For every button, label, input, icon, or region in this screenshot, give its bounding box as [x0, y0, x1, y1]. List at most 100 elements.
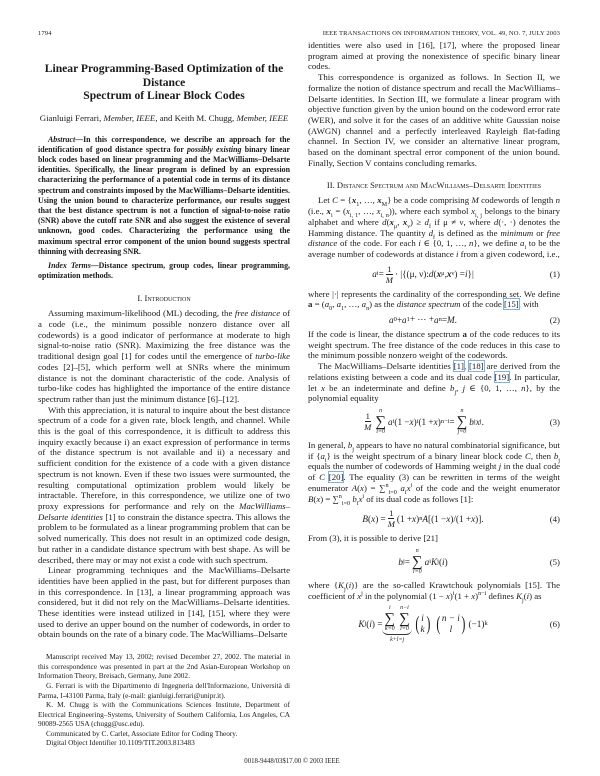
reference-link[interactable]: [15] [503, 298, 520, 311]
text-run: (1 − [394, 416, 410, 427]
text-run: —Distance spectrum, group codes, linear … [38, 260, 290, 281]
title-line: Spectrum of Linear Block Codes [83, 89, 245, 102]
sum-lower-limit: l=0 [400, 626, 409, 633]
subscript: 1 [341, 306, 345, 313]
text-run: a [361, 299, 367, 310]
summation: n∑i=0 [412, 548, 423, 576]
text-run: x [445, 590, 450, 601]
denominator: M [385, 274, 393, 285]
text-run: (·, ·) denotes the Hamming distance. The… [308, 216, 561, 238]
text-run: x [436, 269, 442, 280]
abstract: Abstract—In this correspondence, we desc… [38, 135, 290, 257]
sigma-symbol: ∑ [384, 611, 396, 628]
text-run: (i.e., [308, 206, 327, 217]
text-run: —In this correspondence, we describe an … [38, 134, 290, 154]
right-paren: ) [461, 613, 466, 636]
footnote: K. M. Chugg is with the Communications S… [38, 700, 290, 729]
text-run: ∈ {0, 1, …, [420, 238, 470, 249]
subscript: ν [407, 223, 411, 230]
equation-number: (2) [549, 314, 560, 325]
reference-link[interactable]: [18] [468, 360, 485, 373]
subscript: 0 [329, 306, 333, 313]
sum-lower-limit: k=0 [384, 626, 395, 633]
text-run: b [450, 382, 455, 393]
text-run: n [555, 195, 560, 206]
subscript: f [428, 223, 432, 230]
text-run: x [471, 206, 475, 217]
subscript: i [404, 489, 407, 496]
text-run: From (3), it is possible to derive [21] [308, 533, 438, 544]
footnote: Manuscript received May 13, 2002; revise… [38, 652, 290, 681]
text-run: j [462, 382, 466, 393]
text-run: n [469, 238, 474, 249]
numerator: 1 [364, 411, 371, 423]
text-run: M [447, 314, 455, 325]
text-run: a [324, 299, 330, 310]
text-run: identities were also used in [16], [17],… [308, 40, 560, 72]
text-run: b [347, 439, 353, 450]
summation: n−i∑l=0 [399, 605, 410, 633]
paragraph: The MacWilliams–Delsarte identities [1],… [308, 360, 560, 404]
text-run: x [446, 513, 451, 524]
binomial-bottom: k [420, 624, 425, 635]
reference-link[interactable]: [19] [493, 370, 511, 383]
footnote: Digital Object Identifier 10.1109/TIT.20… [38, 738, 290, 748]
text-run: i [369, 619, 372, 630]
text-run: }| [467, 269, 474, 280]
equation-number: (3) [549, 416, 560, 427]
text-run: b [469, 416, 474, 427]
sum-upper-limit: n [379, 407, 383, 414]
text-run: in the polynomial (1 − [362, 590, 446, 601]
superscript: n−i [478, 590, 487, 597]
text-run: = [378, 269, 384, 280]
summation: n∑i=0 [375, 408, 386, 436]
text-run: G. Ferrari is with the Dipartimento di I… [38, 680, 290, 700]
text-run: ) [437, 416, 441, 427]
text-run: = ( [332, 206, 346, 217]
text-run: = [404, 556, 410, 567]
section-heading-distance-spectrum: II. Distance Spectrum and MacWilliams–De… [326, 180, 542, 191]
text-run: i [348, 579, 352, 590]
text-run: , and Keith M. Chugg, [155, 112, 237, 123]
text-run: a [520, 238, 525, 249]
binomial-bottom: l [449, 624, 453, 635]
text-run: K [516, 590, 523, 601]
text-run: Communicated by C. Carlet, Associate Edi… [46, 728, 238, 738]
left-paren: ( [436, 613, 441, 636]
reference-link[interactable]: [20] [327, 471, 345, 484]
text-run: } be a code comprising [387, 195, 472, 206]
text-run: x [321, 382, 325, 393]
text-run: ) [449, 590, 453, 601]
left-paren: ( [415, 613, 420, 636]
subscript: n [366, 306, 370, 313]
text-run: MacWilliams–Delsarte identities [38, 501, 290, 522]
text-run: (1 + [454, 590, 472, 601]
subscript: i, n [380, 212, 389, 219]
text-run: to be the average number of codewords at… [308, 238, 560, 259]
sigma-symbol: ∑ [411, 553, 423, 570]
paragraph: This correspondence is organized as foll… [308, 72, 560, 168]
binomial-top: n − i [441, 613, 460, 624]
text-run: j [498, 461, 502, 472]
text-run: ) [475, 590, 479, 601]
text-run: of the code [460, 299, 505, 310]
left-column: Linear Programming-Based Optimization of… [38, 40, 290, 748]
text-run: i [442, 556, 445, 567]
text-run: ) ≥ [410, 216, 425, 227]
reference-link[interactable]: [1] [452, 360, 465, 373]
text-run: d [493, 216, 499, 227]
text-run: = [441, 314, 447, 325]
summation: i∑k=0 [384, 605, 395, 633]
sum-upper-limit: n [460, 407, 464, 414]
text-run: x [326, 206, 331, 217]
text-run: [(1 − [428, 513, 447, 524]
text-run: binary linear block codes based on linea… [38, 144, 290, 256]
text-run: ) = ∑ [320, 493, 339, 504]
text-run: is defined as the [435, 227, 501, 238]
